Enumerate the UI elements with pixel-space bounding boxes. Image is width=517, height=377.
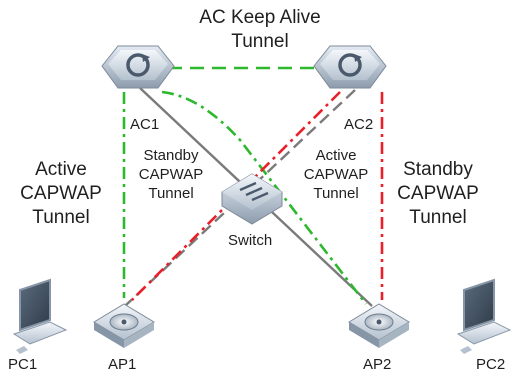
standby-mid-line3: Tunnel [148, 185, 194, 202]
active-mid-line3: Tunnel [313, 185, 359, 202]
ap1-label: AP1 [108, 356, 137, 373]
keepalive-label-line2: Tunnel [231, 31, 289, 52]
access-point-icon [348, 303, 410, 348]
standby-right-line2: CAPWAP [397, 183, 479, 204]
keepalive-label-line1: AC Keep Alive [199, 7, 321, 28]
active-tunnel-ac2-ap2 [161, 90, 368, 305]
active-left-line3: Tunnel [32, 207, 90, 228]
link-ac2-ap1 [125, 89, 356, 306]
active-mid-line1: Active [315, 147, 357, 164]
pc1-label: PC1 [8, 356, 38, 373]
ac2-label: AC2 [344, 116, 374, 133]
ac1-label: AC1 [130, 116, 160, 133]
standby-mid-label: Standby CAPWAP Tunnel [126, 146, 216, 203]
active-left-label: Active CAPWAP Tunnel [16, 158, 106, 230]
laptop-icon [12, 278, 68, 354]
keepalive-label: AC Keep Alive Tunnel [180, 6, 340, 54]
standby-right-line3: Tunnel [409, 207, 467, 228]
active-left-line2: CAPWAP [20, 183, 102, 204]
standby-mid-line1: Standby [143, 147, 199, 164]
standby-mid-line2: CAPWAP [138, 166, 204, 183]
ap2-label: AP2 [363, 356, 392, 373]
access-controller-icon [101, 45, 175, 89]
pc2-label: PC2 [476, 356, 506, 373]
access-controller-icon [313, 45, 387, 89]
laptop-icon [456, 278, 512, 354]
active-mid-label: Active CAPWAP Tunnel [296, 146, 376, 203]
switch-label: Switch [228, 232, 273, 249]
switch-icon [221, 173, 283, 225]
active-mid-line2: CAPWAP [303, 166, 369, 183]
active-left-line1: Active [35, 159, 87, 180]
standby-right-label: Standby CAPWAP Tunnel [388, 158, 488, 230]
standby-right-line1: Standby [403, 159, 473, 180]
standby-tunnels [131, 91, 384, 301]
access-point-icon [93, 303, 155, 348]
active-tunnels [122, 90, 368, 305]
